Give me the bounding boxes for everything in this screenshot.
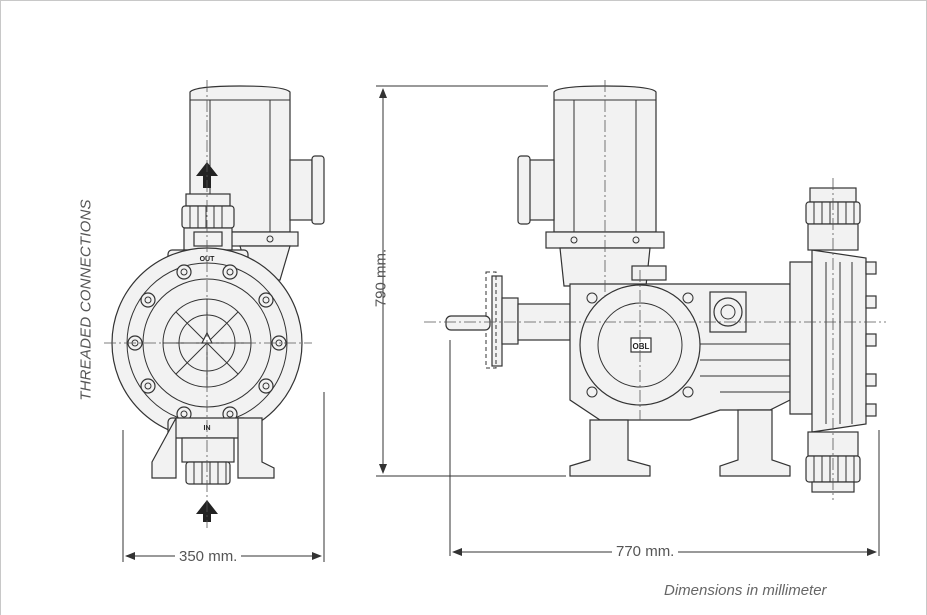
front-outlet-valve xyxy=(181,193,235,251)
stroke-adjust-handle xyxy=(445,271,571,369)
side-width-label: 770 mm. xyxy=(612,543,679,560)
outlet-mark: OUT xyxy=(200,256,216,263)
front-width-label: 350 mm. xyxy=(175,548,242,565)
units-note: Dimensions in millimeter xyxy=(664,582,827,599)
height-dimension-label: 790 mm. xyxy=(372,248,390,308)
logo-badge-text: OBL xyxy=(633,342,650,351)
side-gearbox: OBL xyxy=(569,283,800,477)
front-view: OUT IN xyxy=(104,80,325,562)
logo-badge xyxy=(630,337,652,353)
side-label: THREADED CONNECTIONS xyxy=(77,199,95,401)
front-inlet-valve: IN xyxy=(151,417,275,485)
side-view: OBL xyxy=(376,80,886,556)
side-motor xyxy=(517,85,667,287)
